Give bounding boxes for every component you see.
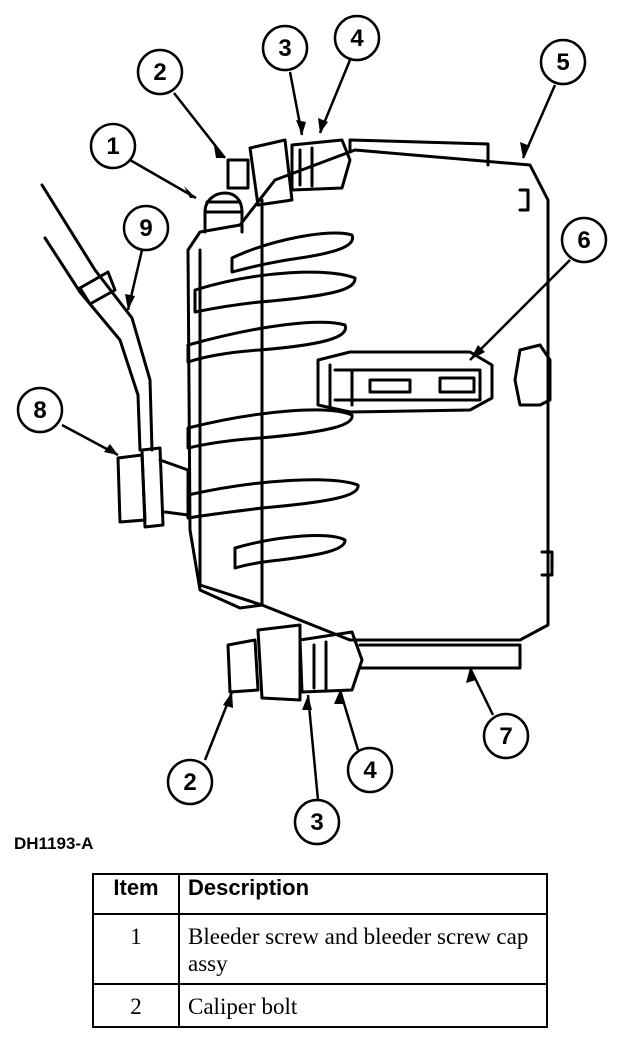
callout-3-top: 3 <box>261 24 309 72</box>
callout-2-top: 2 <box>136 48 184 96</box>
svg-text:1: 1 <box>106 133 119 160</box>
callout-6: 6 <box>560 216 608 264</box>
callout-1: 1 <box>89 122 137 170</box>
legend-item-number: 1 <box>92 913 180 985</box>
callout-8: 8 <box>16 386 64 434</box>
callout-4-bottom: 4 <box>346 746 394 794</box>
caliper-diagram: 1 2 3 4 5 6 7 8 <box>16 14 608 846</box>
inspection-window <box>316 350 494 414</box>
svg-text:2: 2 <box>183 769 196 796</box>
figure-code: DH1193-A <box>14 834 94 853</box>
brake-hose <box>40 183 154 452</box>
leader-arrowheads <box>104 118 530 710</box>
callout-4-top: 4 <box>333 14 381 62</box>
svg-text:3: 3 <box>278 35 291 62</box>
svg-text:6: 6 <box>577 227 590 254</box>
cooling-fins <box>186 231 360 570</box>
bracket-bottom <box>358 643 522 670</box>
svg-text:3: 3 <box>310 809 323 836</box>
bottom-caliper-bolt <box>226 623 364 702</box>
svg-text:4: 4 <box>363 757 377 784</box>
legend-header-item: Item <box>92 873 180 915</box>
legend-item-description: Bleeder screw and bleeder screw cap assy <box>178 913 548 985</box>
legend-row: 2 Caliper bolt <box>92 983 548 1028</box>
callout-7: 7 <box>482 712 530 760</box>
callout-9: 9 <box>122 204 170 252</box>
svg-text:7: 7 <box>499 723 512 750</box>
callout-2-bottom: 2 <box>166 758 214 806</box>
svg-text:8: 8 <box>33 397 46 424</box>
legend-row: 1 Bleeder screw and bleeder screw cap as… <box>92 913 548 985</box>
svg-text:9: 9 <box>139 215 152 242</box>
legend-table: Item Description 1 Bleeder screw and ble… <box>92 873 548 1028</box>
callouts: 1 2 3 4 5 6 7 8 <box>16 14 608 846</box>
legend-item-description: Caliper bolt <box>178 983 548 1028</box>
hose-fitting-bolt <box>116 446 190 529</box>
callout-3-bottom: 3 <box>293 798 341 846</box>
legend-item-number: 2 <box>92 983 180 1028</box>
svg-text:5: 5 <box>556 49 569 76</box>
svg-text:2: 2 <box>153 59 166 86</box>
top-caliper-bolt <box>226 138 352 207</box>
svg-text:4: 4 <box>350 25 364 52</box>
legend-header-row: Item Description <box>92 873 548 915</box>
bleeder-screw <box>203 191 244 234</box>
caliper-housing <box>186 148 550 642</box>
callout-5: 5 <box>539 38 587 86</box>
legend-header-description: Description <box>178 873 548 915</box>
bracket-top <box>348 138 490 167</box>
